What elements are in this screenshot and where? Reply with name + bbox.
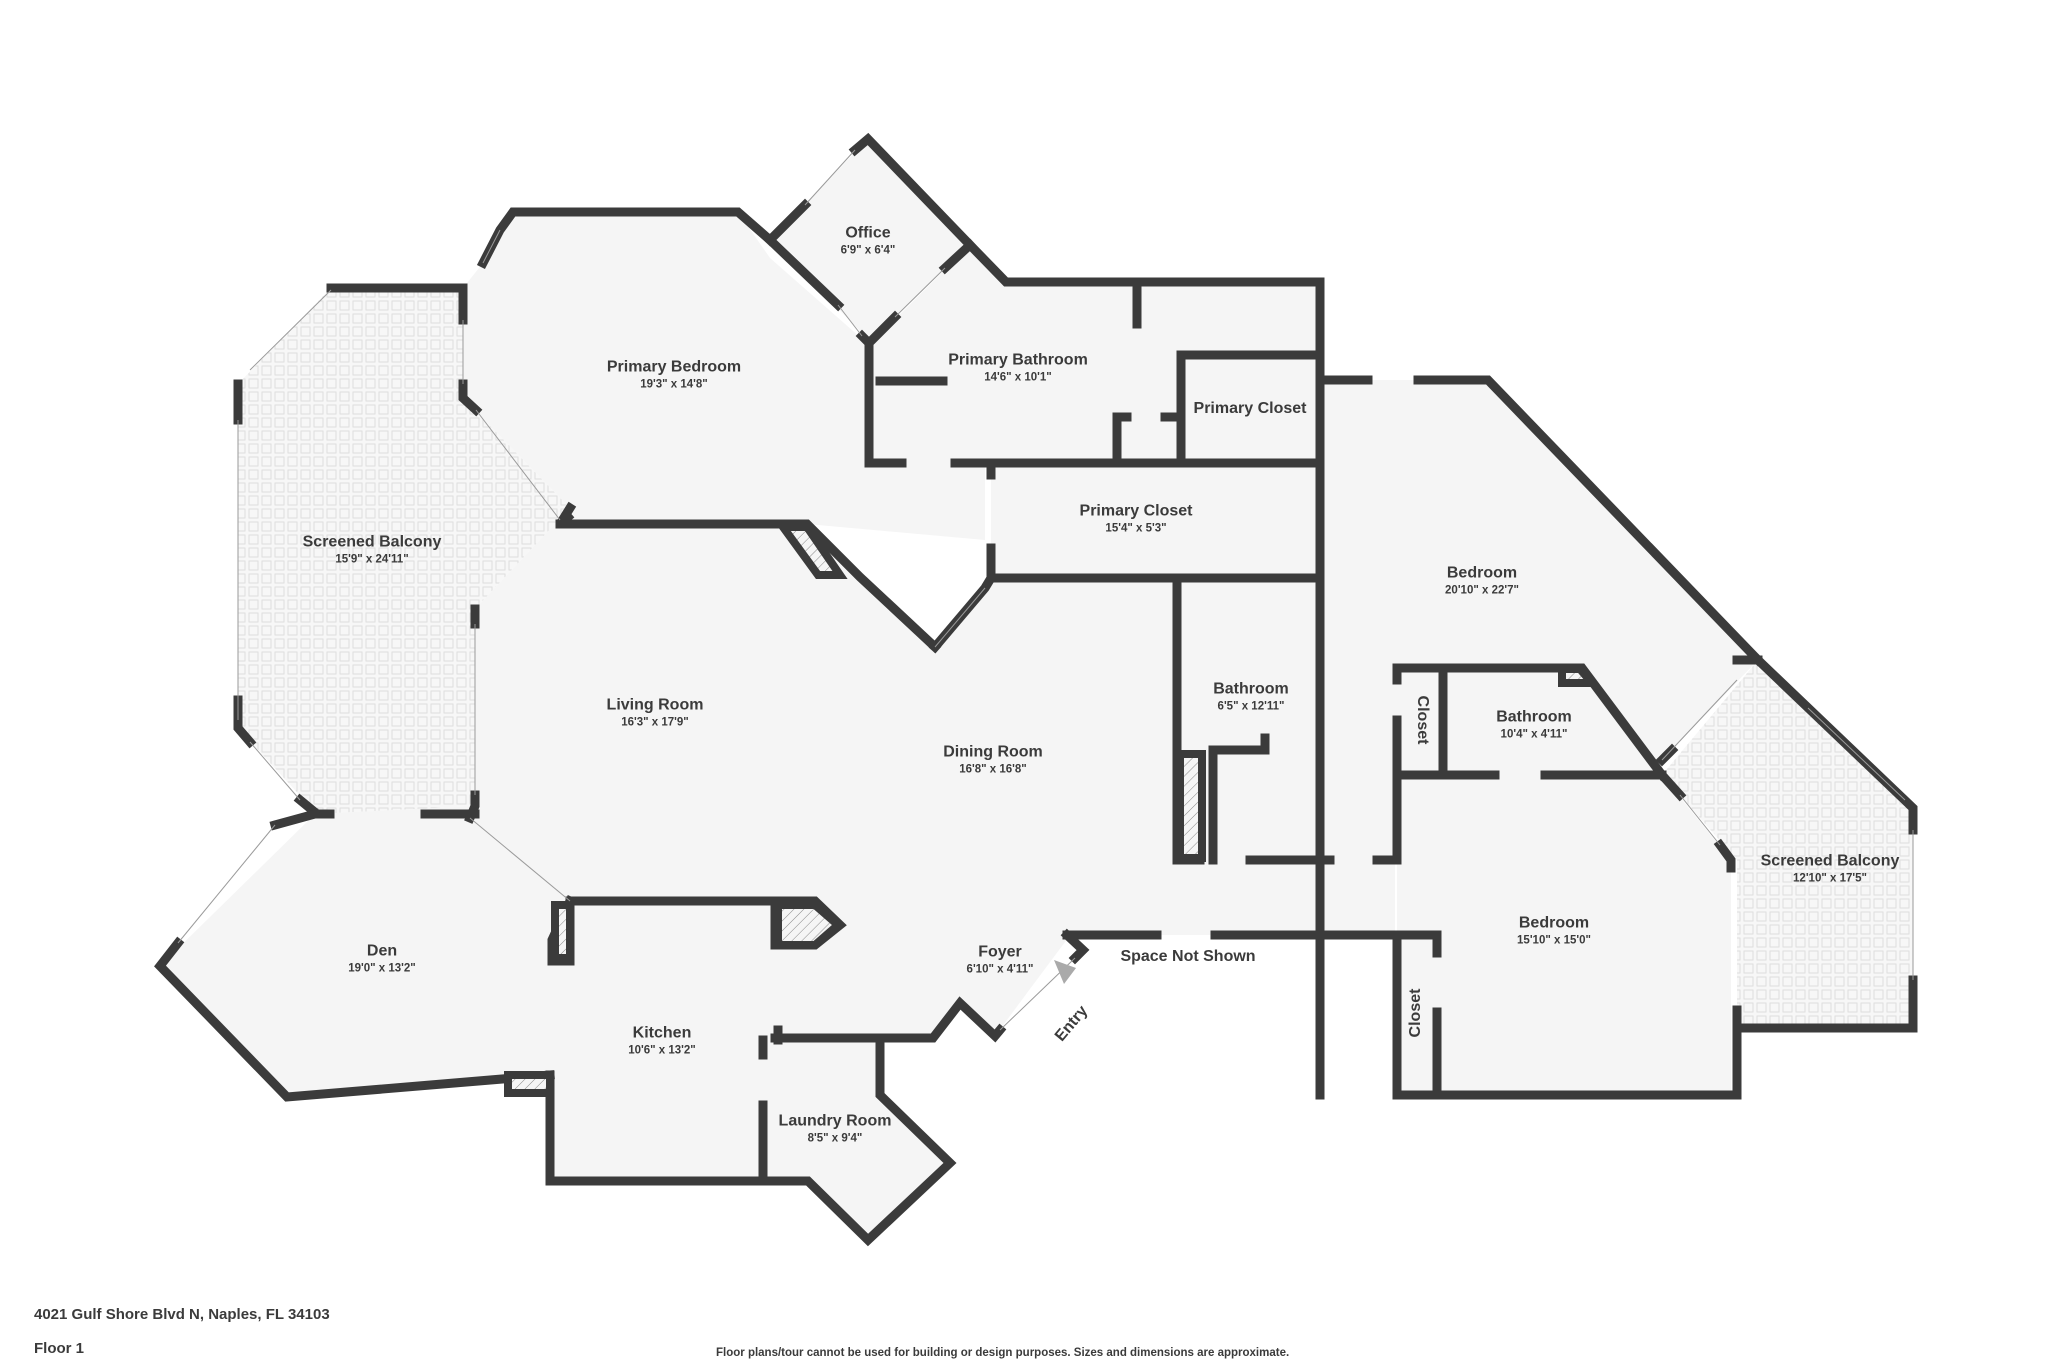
room-name: Kitchen <box>632 1024 692 1042</box>
primary-bedroom-floor <box>463 212 985 540</box>
windows <box>177 149 1914 980</box>
room-name: Closet <box>1407 988 1424 1038</box>
room-name: Bedroom <box>1446 564 1518 582</box>
room-dimensions: 6'10" x 4'11" <box>966 963 1034 976</box>
room-foyer: Foyer 6'10" x 4'11" <box>967 943 1034 978</box>
room-den: Den 19'0" x 13'2" <box>348 942 416 977</box>
room-name: Laundry Room <box>778 1112 892 1130</box>
room-bedroom-small: Bedroom 15'10" x 15'0" <box>1517 914 1591 949</box>
room-name: Screened Balcony <box>1760 852 1900 870</box>
room-name: Primary Closet <box>1193 400 1307 417</box>
room-bedroom-large: Bedroom 20'10" x 22'7" <box>1445 564 1519 599</box>
room-primary-closet-large: Primary Closet 15'4" x 5'3" <box>1080 502 1193 537</box>
room-dimensions: 16'3" x 17'9" <box>621 716 689 729</box>
room-dining-room: Dining Room 16'8" x 16'8" <box>943 743 1043 778</box>
room-dimensions: 10'4" x 4'11" <box>1500 728 1568 741</box>
room-name: Primary Closet <box>1079 502 1193 520</box>
room-name: Bathroom <box>1496 708 1572 726</box>
primary-bathroom-floor <box>869 245 1320 463</box>
room-primary-bedroom: Primary Bedroom 19'3" x 14'8" <box>607 358 741 393</box>
bedroom-small-floor <box>1397 775 1731 1095</box>
room-name: Den <box>366 942 398 960</box>
room-living-room: Living Room 16'3" x 17'9" <box>607 696 704 731</box>
floor-label: Floor 1 <box>34 1340 85 1357</box>
left-balcony-floor <box>238 288 570 814</box>
room-name: Bedroom <box>1518 914 1590 932</box>
room-name: Closet <box>1414 695 1431 745</box>
primary-closet-2-floor <box>991 463 1320 578</box>
room-kitchen: Kitchen 10'6" x 13'2" <box>628 1024 696 1059</box>
room-closet-lower: Closet <box>1406 989 1426 1038</box>
room-bathroom-2: Bathroom 10'4" x 4'11" <box>1496 708 1572 743</box>
room-dimensions: 15'10" x 15'0" <box>1517 934 1591 947</box>
room-name: Dining Room <box>943 743 1043 761</box>
room-dimensions: 12'10" x 17'5" <box>1793 872 1867 885</box>
room-name: Primary Bathroom <box>948 351 1088 369</box>
room-name: Foyer <box>978 943 1022 961</box>
space-not-shown-label: Space Not Shown <box>1120 948 1256 965</box>
room-name: Office <box>845 224 891 242</box>
main-living-floor <box>160 508 1395 1181</box>
room-screened-balcony-west: Screened Balcony 15'9" x 24'11" <box>303 533 442 568</box>
room-primary-bathroom: Primary Bathroom 14'6" x 10'1" <box>948 351 1088 386</box>
room-name: Screened Balcony <box>302 533 442 551</box>
room-dimensions: 15'9" x 24'11" <box>335 553 409 566</box>
room-dimensions: 14'6" x 10'1" <box>984 371 1052 384</box>
entry-arrow-icon <box>1054 960 1076 984</box>
room-dimensions: 15'4" x 5'3" <box>1105 522 1167 535</box>
room-dimensions: 10'6" x 13'2" <box>628 1044 696 1057</box>
room-dimensions: 6'9" x 6'4" <box>840 244 896 257</box>
bathroom-2-floor <box>1397 668 1662 775</box>
hatched-columns <box>504 523 1601 1097</box>
room-dimensions: 8'5" x 9'4" <box>807 1132 863 1145</box>
room-office: Office 6'9" x 6'4" <box>841 224 896 259</box>
bedroom-large-floor <box>1320 380 1758 860</box>
room-laundry: Laundry Room 8'5" x 9'4" <box>779 1112 892 1147</box>
floor-fills <box>160 139 1913 1240</box>
property-address: 4021 Gulf Shore Blvd N, Naples, FL 34103 <box>34 1306 330 1323</box>
laundry-floor <box>763 1040 950 1240</box>
room-dimensions: 19'3" x 14'8" <box>640 378 708 391</box>
room-dimensions: 19'0" x 13'2" <box>348 962 416 975</box>
room-primary-closet-small: Primary Closet <box>1194 399 1307 419</box>
room-dimensions: 6'5" x 12'11" <box>1217 700 1285 713</box>
room-name: Primary Bedroom <box>606 358 742 376</box>
room-dimensions: 20'10" x 22'7" <box>1445 584 1519 597</box>
disclaimer: Floor plans/tour cannot be used for buil… <box>716 1347 1290 1359</box>
room-name: Living Room <box>606 696 704 714</box>
room-screened-balcony-east: Screened Balcony 12'10" x 17'5" <box>1761 852 1900 887</box>
room-name: Bathroom <box>1213 680 1289 698</box>
room-bathroom-1: Bathroom 6'5" x 12'11" <box>1213 680 1289 715</box>
room-dimensions: 16'8" x 16'8" <box>959 763 1027 776</box>
room-closet-upper: Closet <box>1412 696 1432 745</box>
